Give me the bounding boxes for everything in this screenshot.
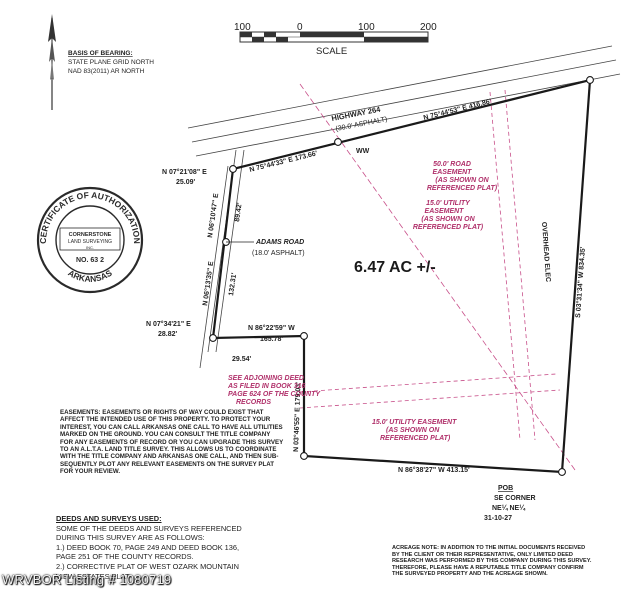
scale-tick-100: 100	[358, 22, 375, 33]
svg-text:REFERENCED PLAT): REFERENCED PLAT)	[380, 435, 451, 442]
north-arrow-icon	[48, 14, 56, 110]
svg-text:RECORDS: RECORDS	[236, 399, 271, 406]
pob-line-2: NE¼ NE¼	[492, 504, 526, 512]
pob-line-3: 31-10-27	[484, 515, 512, 522]
deeds-and-surveys: DEEDS AND SURVEYS USED: SOME OF THE DEED…	[56, 514, 242, 581]
pob-label: POB	[498, 485, 513, 492]
svg-text:PAGE 624 OF THE COUNTY: PAGE 624 OF THE COUNTY	[228, 391, 321, 398]
basis-line-1: STATE PLANE GRID NORTH	[68, 59, 154, 66]
svg-text:50.0' ROAD: 50.0' ROAD	[433, 161, 471, 168]
road-surface: (18.0' ASPHALT)	[252, 250, 305, 257]
seal-inner-3: INC.	[86, 245, 94, 250]
bearing-jog-dist: 165.78'	[260, 336, 283, 343]
seal-number: NO. 63 2	[76, 257, 104, 264]
bearing-west-mid: N 06°13'35" E	[201, 261, 215, 307]
deeds-title: DEEDS AND SURVEYS USED:	[56, 514, 162, 523]
listing-watermark: WRVBOR Listing # 1080719	[2, 572, 172, 587]
deed-line: 1.) DEED BOOK 70, PAGE 249 AND DEED BOOK…	[56, 542, 240, 552]
note-line: FOR ANY EASEMENTS OF RECORD OR YOU CAN U…	[60, 438, 284, 446]
svg-text:(AS SHOWN ON: (AS SHOWN ON	[435, 177, 489, 184]
seal-inner-1: CORNERSTONE	[69, 232, 112, 238]
bearing-nw-corner: N 07°21'08" E	[162, 168, 207, 176]
note-line: FOR YOUR REVIEW.	[60, 468, 121, 476]
waterline-label: WW	[356, 148, 370, 155]
easement-lines	[299, 83, 576, 471]
bearing-north-line: N 75°44'53" E 416.86'	[423, 97, 493, 122]
svg-text:15.0' UTILITY EASEMENT: 15.0' UTILITY EASEMENT	[372, 419, 457, 426]
seal-inner-2: LAND SURVEYING	[68, 239, 112, 245]
seal-bottom-text: ARKANSAS	[66, 268, 114, 284]
bearing-south-line: N 86°38'27" W 413.15'	[398, 466, 470, 474]
note-line: TO AN A.L.T.A. LAND TITLE SURVEY. THIS A…	[60, 446, 277, 454]
note-line: EASEMENTS: EASEMENTS OR RIGHTS OF WAY CO…	[60, 409, 264, 416]
deed-line: PAGE 251 OF THE COUNTY RECORDS.	[56, 552, 194, 562]
deed-line: SOME OF THE DEEDS AND SURVEYS REFERENCED	[56, 523, 242, 533]
acreage-line: BY THE CLIENT OR THEIR REPRESENTATIVE, O…	[392, 551, 573, 558]
acreage-note: ACREAGE NOTE: IN ADDITION TO THE INITIAL…	[392, 545, 591, 578]
svg-text:AS FILED IN BOOK 316: AS FILED IN BOOK 316	[227, 383, 306, 390]
bearing-interior-west: N 03°46'55" E 179.03'	[292, 382, 302, 452]
svg-text:ARKANSAS: ARKANSAS	[66, 268, 114, 284]
deed-line: 2.) CORRECTIVE PLAT OF WEST OZARK MOUNTA…	[56, 561, 240, 571]
svg-text:(AS SHOWN ON: (AS SHOWN ON	[421, 216, 475, 223]
note-line: MARKED ON THE GROUND. YOU CAN CONSULT TH…	[60, 431, 271, 439]
road-name: ADAMS ROAD	[255, 239, 304, 246]
deed-line: DURING THIS SURVEY ARE AS FOLLOWS:	[56, 533, 205, 543]
acreage-line: THE SURVEYED PROPERTY AND THE ACREAGE SH…	[392, 571, 548, 578]
scale-tick-100-left: 100	[234, 22, 251, 33]
certificate-seal: CERTIFICATE OF AUTHORIZATION ARKANSAS CO…	[36, 186, 144, 294]
bearing-west-upper-dist: 89.42'	[234, 202, 244, 222]
bearing-west-mid-dist: 132.31'	[228, 272, 238, 296]
note-line: WITH THE TITLE COMPANY AND ARKANSAS ONE …	[60, 453, 279, 461]
svg-text:EASEMENT: EASEMENT	[425, 208, 465, 215]
svg-text:(AS SHOWN ON: (AS SHOWN ON	[386, 427, 440, 434]
svg-text:EASEMENT: EASEMENT	[433, 169, 473, 176]
svg-text:REFERENCED PLAT): REFERENCED PLAT)	[413, 224, 484, 231]
note-line: AFFECT THE INTENDED USE OF THIS PROPERTY…	[60, 416, 271, 424]
note-line: INTEREST, YOU CAN CALL ARKANSAS ONE CALL…	[60, 423, 283, 431]
utility-easement-south-label: 15.0' UTILITY EASEMENT (AS SHOWN ON REFE…	[372, 419, 457, 442]
bearing-nw-corner-dist: 25.09'	[176, 179, 196, 186]
svg-text:15.0' UTILITY: 15.0' UTILITY	[426, 200, 471, 207]
bearing-west-upper: N 06°10'47" E	[206, 193, 220, 239]
road-easement-label: 50.0' ROAD EASEMENT (AS SHOWN ON REFEREN…	[427, 161, 498, 192]
basis-title: BASIS OF BEARING:	[68, 50, 133, 57]
scale-label: SCALE	[316, 46, 347, 57]
scale-tick-200: 200	[420, 22, 437, 33]
basis-line-2: NAD 83(2011) AR NORTH	[68, 68, 145, 75]
svg-text:SEE ADJOINING DEED: SEE ADJOINING DEED	[228, 375, 304, 382]
basis-of-bearing: BASIS OF BEARING: STATE PLANE GRID NORTH…	[68, 50, 154, 75]
corner-markers	[209, 76, 594, 476]
utility-easement-north-label: 15.0' UTILITY EASEMENT (AS SHOWN ON REFE…	[413, 200, 484, 231]
note-line: SEQUENTLY PLOT ANY RELEVANT EASEMENTS ON…	[60, 460, 275, 468]
area-label: 6.47 AC +/-	[354, 259, 436, 276]
bearing-jog-small: 29.54'	[232, 356, 252, 363]
pob-line-1: SE CORNER	[494, 495, 536, 502]
scale-bar: 100 0 100 200 SCALE	[234, 22, 437, 57]
scale-tick-0: 0	[297, 22, 303, 33]
highway-right-of-way	[187, 45, 621, 157]
svg-text:REFERENCED PLAT): REFERENCED PLAT)	[427, 185, 498, 192]
deed-line: VIEW ESTATES PLAT	[56, 571, 130, 581]
easements-note: EASEMENTS: EASEMENTS OR RIGHTS OF WAY CO…	[60, 409, 283, 476]
bearing-sw-corner: N 07°34'21" E	[146, 320, 191, 328]
bearing-jog: N 86°22'59" W	[248, 324, 295, 332]
overhead-label: OVERHEAD ELEC	[540, 222, 551, 283]
bearing-sw-corner-dist: 28.82'	[158, 331, 178, 338]
acreage-line: RESEARCH WAS PERFORMED BY THIS COMPANY D…	[392, 558, 592, 565]
acreage-line: ACREAGE NOTE: IN ADDITION TO THE INITIAL…	[392, 545, 586, 551]
adjoining-deed-label: SEE ADJOINING DEED AS FILED IN BOOK 316 …	[227, 375, 321, 406]
acreage-line: THEREFORE, PLEASE HAVE A REPUTABLE TITLE…	[392, 564, 584, 571]
